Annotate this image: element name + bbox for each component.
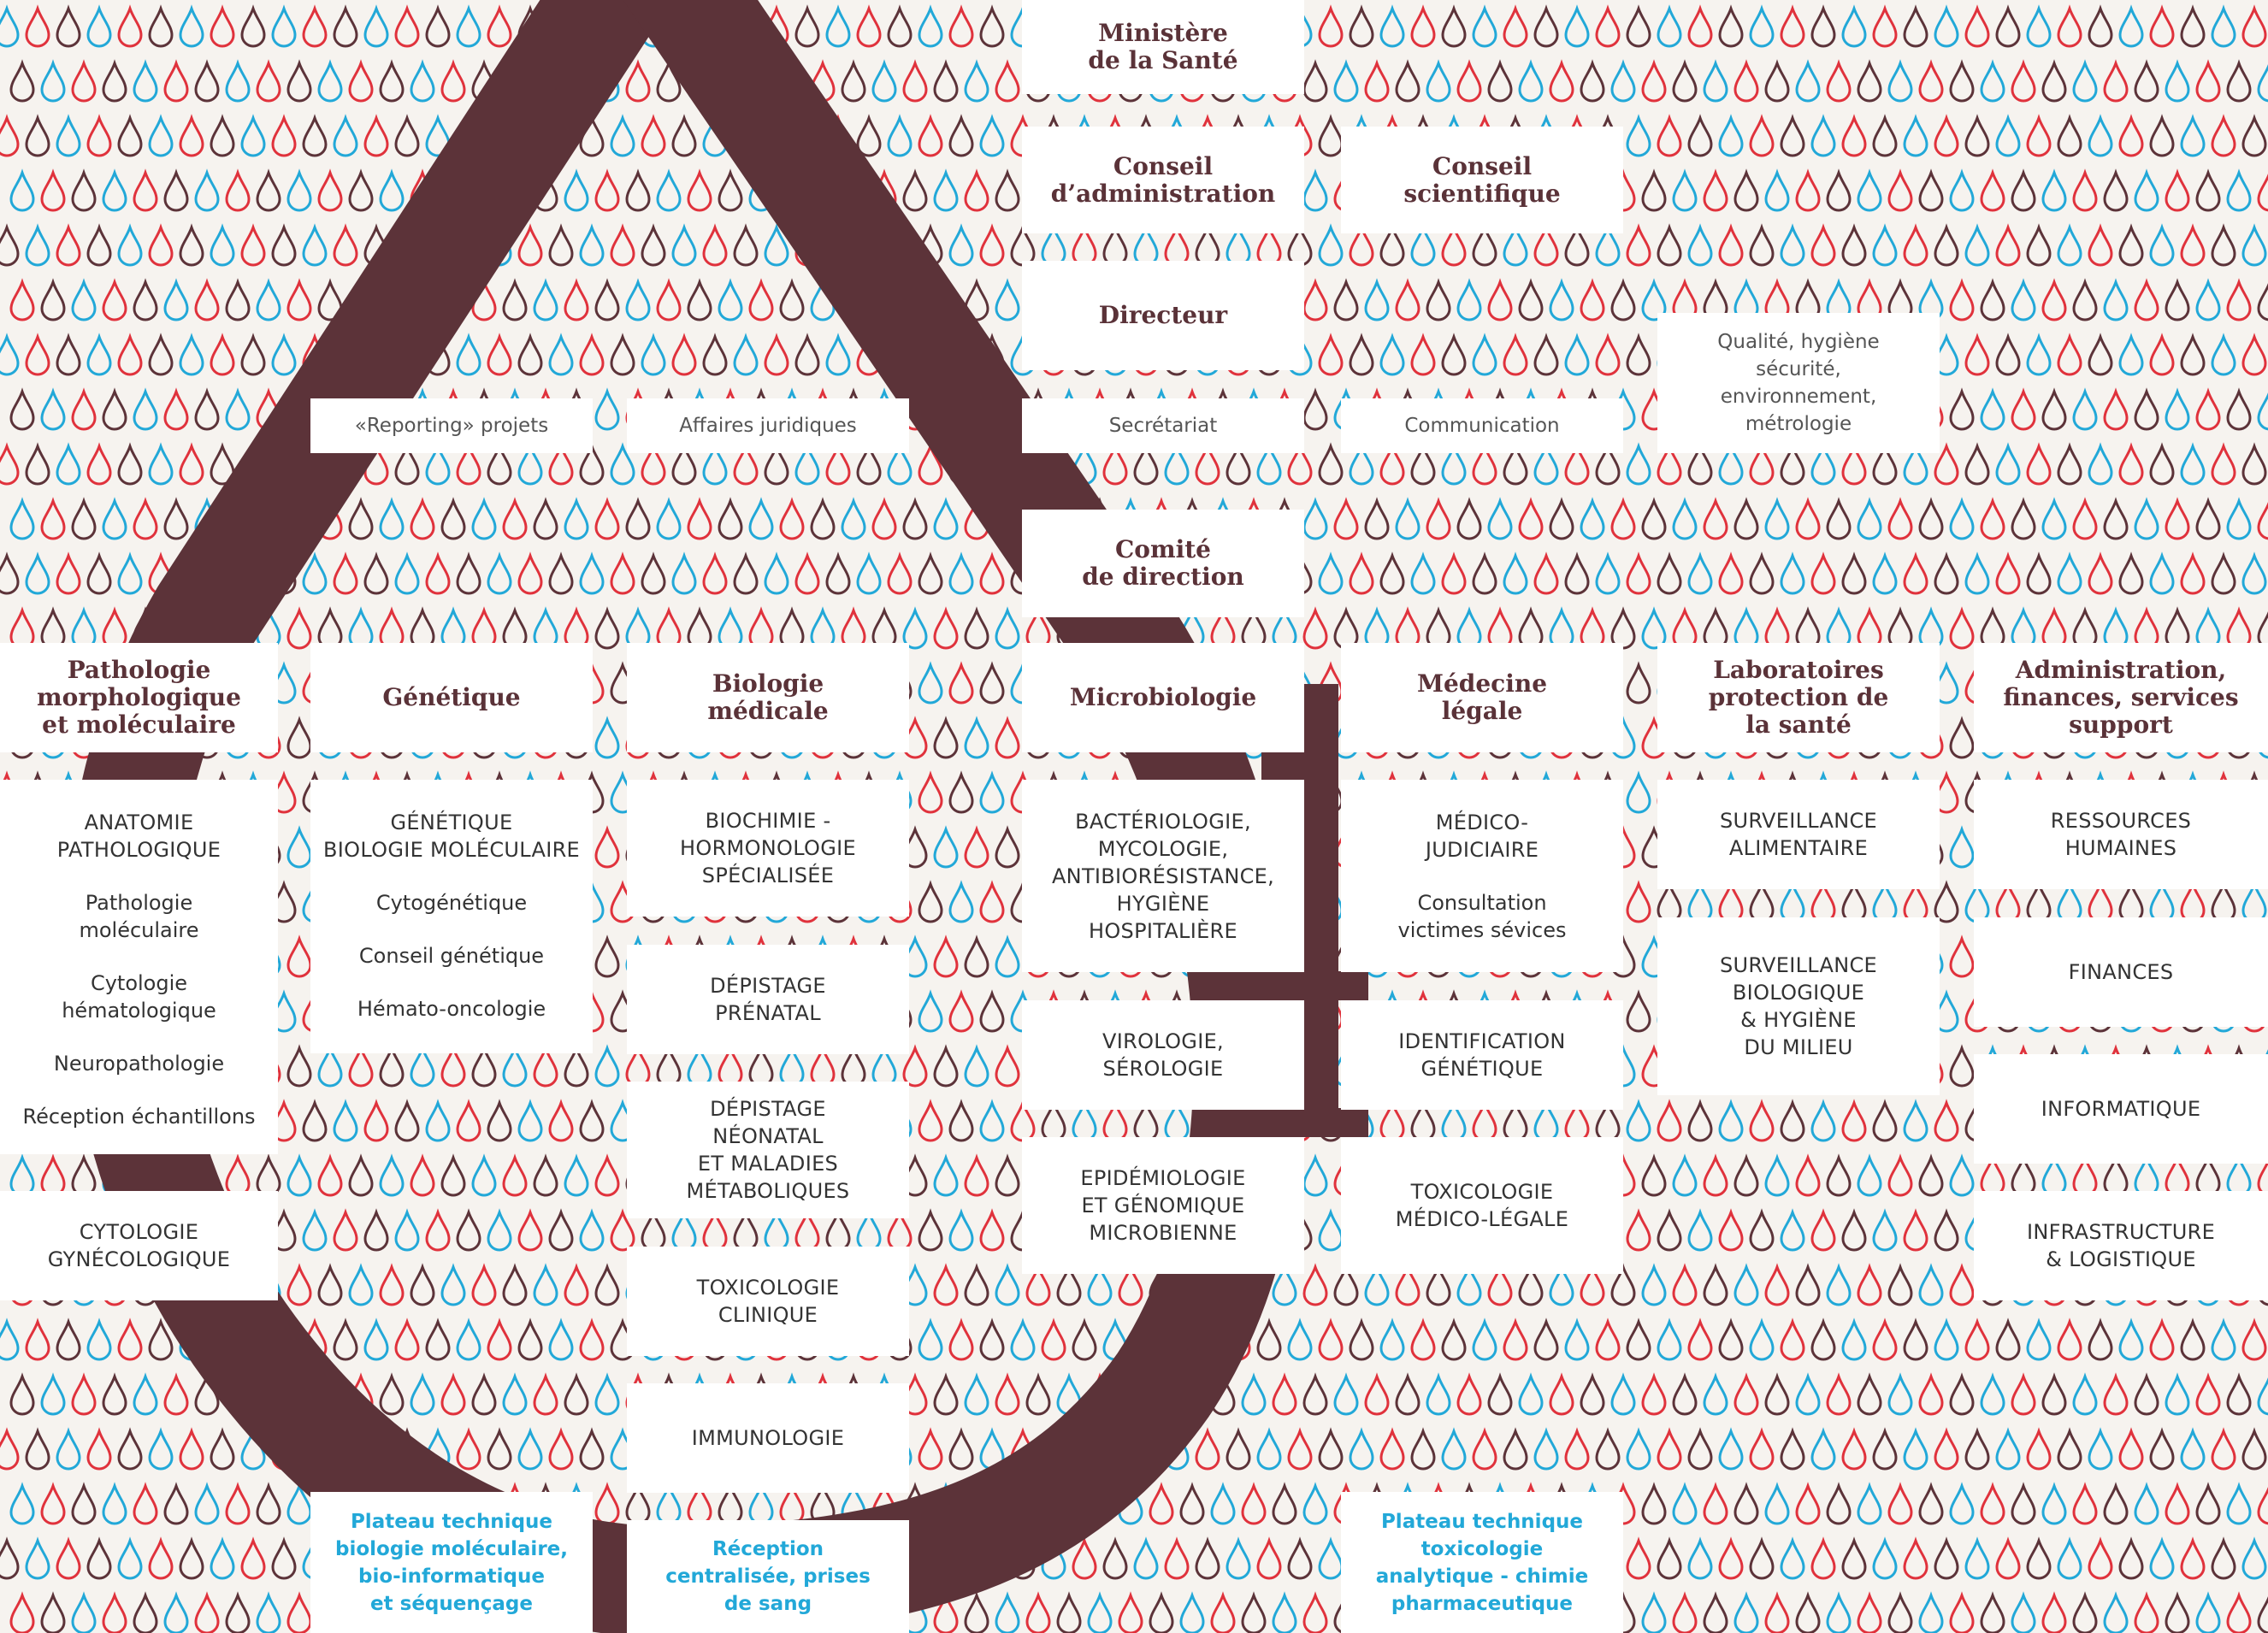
medecine-dept-3: TOXICOLOGIE MÉDICO-LÉGALE <box>1341 1137 1623 1274</box>
admin-title: Administration, finances, services suppo… <box>2003 656 2239 739</box>
header-genetique: Génétique <box>310 643 593 752</box>
microbiologie-title: Microbiologie <box>1069 683 1257 711</box>
microbiologie-dept-1: BACTÉRIOLOGIE, MYCOLOGIE, ANTIBIORÉSISTA… <box>1022 780 1304 972</box>
biologie-dept-3-label: DÉPISTAGE NÉONATAL ET MALADIES MÉTABOLIQ… <box>686 1097 850 1203</box>
biologie-dept-2: DÉPISTAGE PRÉNATAL <box>627 945 909 1054</box>
communication-label: Communication <box>1404 415 1560 437</box>
genetique-dept-label: GÉNÉTIQUE BIOLOGIE MOLÉCULAIRE <box>322 811 581 862</box>
medecine-dept-2-label: IDENTIFICATION GÉNÉTIQUE <box>1398 1029 1566 1081</box>
drop-bar-2 <box>1197 1108 1368 1137</box>
admin-dept-2: FINANCES <box>1974 917 2268 1027</box>
admin-dept-2-label: FINANCES <box>2068 960 2174 984</box>
header-microbiologie: Microbiologie <box>1022 643 1304 752</box>
labo-dept-1-label: SURVEILLANCE ALIMENTAIRE <box>1719 809 1877 860</box>
admin-dept-1-label: RESSOURCES HUMAINES <box>2050 809 2192 860</box>
microbiologie-dept-2-label: VIROLOGIE, SÉROLOGIE <box>1102 1029 1224 1081</box>
pathologie-title: Pathologie morphologique et moléculaire <box>37 656 241 739</box>
biologie-dept-4-label: TOXICOLOGIE CLINIQUE <box>696 1276 840 1327</box>
labo-dept-2: SURVEILLANCE BIOLOGIQUE & HYGIÈNE DU MIL… <box>1657 917 1940 1095</box>
header-admin: Administration, finances, services suppo… <box>1974 643 2268 752</box>
box-directeur: Directeur <box>1022 261 1304 370</box>
pathologie-cytologie-box: CYTOLOGIE GYNÉCOLOGIQUE <box>0 1191 278 1300</box>
conseil-scientifique-label: Conseil scientifique <box>1403 151 1561 208</box>
platform-reception-label: Réception centralisée, prises de sang <box>665 1538 871 1615</box>
pathologie-anatomie-box: ANATOMIE PATHOLOGIQUE Pathologie molécul… <box>0 780 278 1154</box>
platform-toxicologie-label: Plateau technique toxicologie analytique… <box>1375 1510 1589 1615</box>
biologie-dept-3: DÉPISTAGE NÉONATAL ET MALADIES MÉTABOLIQ… <box>627 1082 909 1218</box>
pathologie-sub-1: Pathologie moléculaire <box>79 891 199 942</box>
directeur-label: Directeur <box>1098 301 1228 329</box>
drop-bar-1 <box>1197 971 1368 1000</box>
box-secretariat: Secrétariat <box>1022 398 1304 453</box>
header-pathologie: Pathologie morphologique et moléculaire <box>0 643 278 752</box>
biologie-dept-2-label: DÉPISTAGE PRÉNATAL <box>710 974 826 1025</box>
genetique-sub-1: Cytogénétique <box>375 891 528 915</box>
genetique-sub-3: Hémato-oncologie <box>357 997 546 1021</box>
medecine-dept-1: MÉDICO- JUDICIAIRE Consultation victimes… <box>1341 780 1623 972</box>
ministere-label: Ministère de la Santé <box>1088 19 1238 74</box>
pathologie-sub-2: Cytologie hématologique <box>62 971 216 1023</box>
header-medecine: Médecine légale <box>1341 643 1623 752</box>
biologie-title: Biologie médicale <box>707 669 829 725</box>
labo-dept-1: SURVEILLANCE ALIMENTAIRE <box>1657 780 1940 889</box>
biologie-dept-5: IMMUNOLOGIE <box>627 1383 909 1493</box>
conseil-administration-label: Conseil d’administration <box>1050 151 1276 208</box>
medecine-dept-3-label: TOXICOLOGIE MÉDICO-LÉGALE <box>1395 1180 1569 1231</box>
comite-direction-label: Comité de direction <box>1082 535 1244 591</box>
box-comite-direction: Comité de direction <box>1022 510 1304 617</box>
labo-dept-2-label: SURVEILLANCE BIOLOGIQUE & HYGIÈNE DU MIL… <box>1719 953 1877 1059</box>
admin-dept-4-label: INFRASTRUCTURE & LOGISTIQUE <box>2026 1220 2216 1271</box>
box-communication: Communication <box>1341 398 1623 453</box>
genetique-sub-2: Conseil génétique <box>358 944 545 968</box>
box-conseil-scientifique: Conseil scientifique <box>1341 127 1623 233</box>
header-labo: Laboratoires protection de la santé <box>1657 643 1940 752</box>
medecine-dept-2: IDENTIFICATION GÉNÉTIQUE <box>1341 1000 1623 1110</box>
affaires-label: Affaires juridiques <box>679 415 857 437</box>
platform-bio-mol-label: Plateau technique biologie moléculaire, … <box>334 1510 568 1615</box>
medecine-title: Médecine légale <box>1416 669 1548 725</box>
microbiologie-dept-1-label: BACTÉRIOLOGIE, MYCOLOGIE, ANTIBIORÉSISTA… <box>1051 809 1275 943</box>
platform-reception: Réception centralisée, prises de sang <box>627 1520 909 1633</box>
pathologie-dept-cytologie: CYTOLOGIE GYNÉCOLOGIQUE <box>47 1220 231 1271</box>
biologie-dept-5-label: IMMUNOLOGIE <box>691 1426 845 1450</box>
biologie-dept-1-label: BIOCHIMIE - HORMONOLOGIE SPÉCIALISÉE <box>680 809 856 887</box>
medecine-dept-1-label: MÉDICO- JUDICIAIRE <box>1425 810 1539 862</box>
secretariat-label: Secrétariat <box>1108 415 1218 437</box>
box-conseil-administration: Conseil d’administration <box>1022 127 1304 233</box>
platform-bio-mol: Plateau technique biologie moléculaire, … <box>310 1492 593 1633</box>
platform-toxicologie: Plateau technique toxicologie analytique… <box>1341 1492 1623 1633</box>
reporting-label: «Reporting» projets <box>354 415 549 437</box>
box-ministere: Ministère de la Santé <box>1022 0 1304 94</box>
pathologie-sub-4: Réception échantillons <box>22 1105 256 1129</box>
box-affaires-juridiques: Affaires juridiques <box>627 398 909 453</box>
pathologie-dept-anatomie: ANATOMIE PATHOLOGIQUE <box>56 811 221 862</box>
admin-dept-4: INFRASTRUCTURE & LOGISTIQUE <box>1974 1191 2268 1300</box>
genetique-dept-box: GÉNÉTIQUE BIOLOGIE MOLÉCULAIRE Cytogénét… <box>310 780 593 1053</box>
microbiologie-dept-3: EPIDÉMIOLOGIE ET GÉNOMIQUE MICROBIENNE <box>1022 1137 1304 1274</box>
biologie-dept-1: BIOCHIMIE - HORMONOLOGIE SPÉCIALISÉE <box>627 780 909 917</box>
box-reporting-projets: «Reporting» projets <box>310 398 593 453</box>
admin-dept-3-label: INFORMATIQUE <box>2041 1097 2201 1121</box>
box-qualite: Qualité, hygiène sécurité, environnement… <box>1657 313 1940 453</box>
qualite-label: Qualité, hygiène sécurité, environnement… <box>1717 331 1880 435</box>
admin-dept-3: INFORMATIQUE <box>1974 1054 2268 1164</box>
header-biologie: Biologie médicale <box>627 643 909 752</box>
microbiologie-dept-2: VIROLOGIE, SÉROLOGIE <box>1022 1000 1304 1110</box>
pathologie-sub-3: Neuropathologie <box>53 1052 225 1076</box>
labo-title: Laboratoires protection de la santé <box>1708 656 1889 739</box>
admin-dept-1: RESSOURCES HUMAINES <box>1974 780 2268 889</box>
genetique-title: Génétique <box>382 683 521 711</box>
biologie-dept-4: TOXICOLOGIE CLINIQUE <box>627 1247 909 1356</box>
medecine-sub-1: Consultation victimes sévices <box>1397 890 1567 942</box>
microbiologie-dept-3-label: EPIDÉMIOLOGIE ET GÉNOMIQUE MICROBIENNE <box>1080 1166 1246 1245</box>
